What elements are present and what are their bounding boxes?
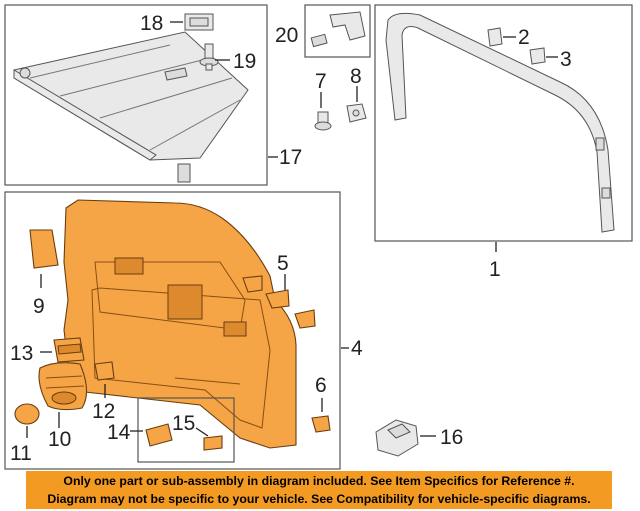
clip-5b — [265, 289, 290, 309]
callout-14: 14 — [107, 421, 131, 444]
callout-4: 4 — [351, 337, 363, 360]
bulb-15 — [203, 435, 223, 451]
handle-13 — [53, 337, 85, 363]
callout-8: 8 — [350, 65, 362, 88]
callout-11: 11 — [10, 442, 32, 465]
lamp-assembly-16 — [375, 419, 419, 457]
clip-5c — [294, 309, 316, 329]
callout-19: 19 — [233, 50, 256, 73]
nut-8 — [346, 103, 367, 123]
clip-5a — [242, 275, 263, 293]
disclaimer-line-1: Only one part or sub-assembly in diagram… — [63, 474, 575, 488]
parts-diagram: 18 19 17 20 7 8 2 3 1 — [4, 4, 633, 470]
cargo-cover-frame — [4, 4, 268, 186]
disclaimer-banner: Only one part or sub-assembly in diagram… — [26, 471, 612, 509]
clip-3 — [529, 47, 546, 65]
callout-5: 5 — [277, 252, 289, 275]
lamp-subassembly-frame — [137, 397, 235, 463]
cap-12 — [94, 361, 115, 381]
callout-16: 16 — [440, 426, 463, 449]
bolt-7 — [314, 111, 332, 131]
clip-2 — [487, 27, 503, 47]
weatherstrip-part — [385, 12, 615, 233]
cargo-cover-clip-18 — [184, 13, 214, 31]
callout-7: 7 — [315, 70, 327, 93]
trim-cover-9 — [29, 229, 59, 269]
callout-12: 12 — [92, 400, 115, 423]
liftgate-trim-panel-4 — [63, 199, 297, 449]
liftgate-trim-frame — [4, 191, 341, 470]
callout-10: 10 — [48, 428, 71, 451]
callout-9: 9 — [33, 295, 45, 318]
weatherstrip-frame — [374, 4, 633, 242]
cargo-cover-bolt-19 — [199, 43, 219, 71]
clip-20-part — [310, 11, 366, 48]
disclaimer-line-2: Diagram may not be specific to your vehi… — [47, 492, 591, 506]
callout-18: 18 — [140, 12, 163, 35]
plug-11 — [14, 403, 40, 425]
callout-20: 20 — [275, 24, 298, 47]
callout-2: 2 — [518, 26, 530, 49]
callout-6: 6 — [315, 374, 327, 397]
pull-cup-10 — [38, 362, 88, 411]
callout-13: 13 — [10, 342, 33, 365]
callout-1: 1 — [489, 258, 501, 281]
callout-17: 17 — [279, 146, 302, 169]
clip-6 — [311, 415, 331, 433]
clip-20-frame — [304, 4, 371, 58]
cargo-cover-part — [13, 31, 249, 183]
callout-15: 15 — [172, 412, 195, 435]
lamp-housing-14 — [145, 423, 173, 447]
callout-3: 3 — [560, 48, 572, 71]
